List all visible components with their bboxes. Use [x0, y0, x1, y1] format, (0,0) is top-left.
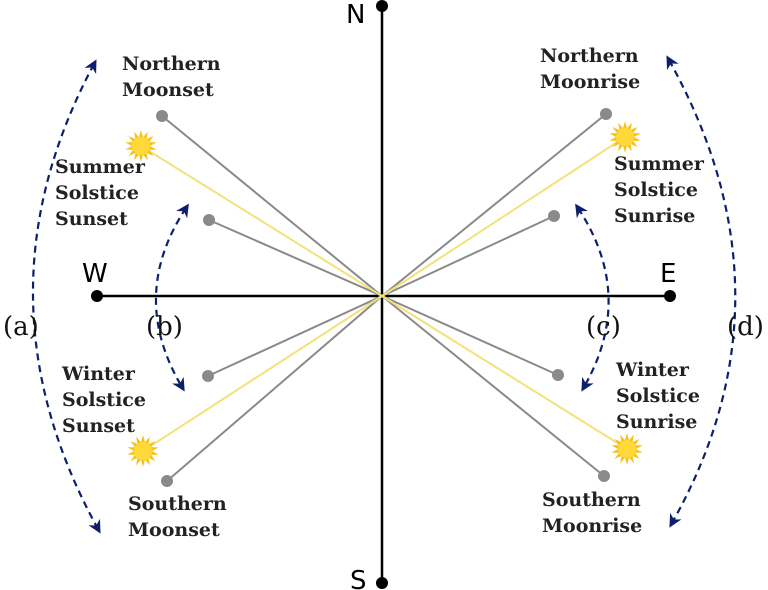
- arc-a: [31, 59, 101, 534]
- label-line: Moonrise: [542, 515, 642, 537]
- southern-moonset-label: Southern Moonset: [128, 493, 233, 541]
- label-line: Sunrise: [614, 205, 695, 227]
- sun-icon: [609, 121, 641, 153]
- label-line: Solstice: [616, 385, 700, 407]
- southern-moonrise-line: [381, 295, 605, 477]
- label-line: Northern: [540, 45, 639, 67]
- south-label: S: [350, 566, 367, 590]
- winter-solstice-sunset-line: [142, 295, 383, 452]
- arc-b: [154, 203, 189, 392]
- label-line: Sunset: [62, 415, 135, 437]
- label-line: Solstice: [55, 182, 139, 204]
- sun-lines: [140, 136, 628, 452]
- label-line: Moonset: [128, 519, 220, 541]
- sun-core: [134, 442, 152, 460]
- arc-c-label: (c): [586, 312, 621, 342]
- label-line: Sunrise: [616, 411, 697, 433]
- south-point-icon: [376, 577, 388, 589]
- label-line: Northern: [122, 53, 221, 75]
- sun-icon: [611, 433, 643, 465]
- sun-core: [618, 440, 636, 458]
- label-line: Winter: [61, 363, 136, 385]
- label-line: Moonset: [122, 79, 214, 101]
- label-line: Winter: [615, 359, 690, 381]
- moon-point-icon: [598, 470, 610, 482]
- northern-moonrise-label: Northern Moonrise: [540, 45, 645, 93]
- summer-solstice-sunrise-line: [381, 136, 626, 297]
- moon-point-icon: [203, 214, 215, 226]
- label-line: Solstice: [62, 389, 146, 411]
- summer-solstice-sunset-label: Summer Solstice Sunset: [55, 156, 151, 230]
- moon-point-icon: [548, 210, 560, 222]
- label-line: Summer: [614, 153, 705, 175]
- moon-lines: [161, 113, 607, 482]
- arc-b-label: (b): [146, 312, 183, 342]
- sun-icon: [125, 130, 157, 162]
- arc-c: [575, 203, 610, 392]
- label-line: Summer: [55, 156, 146, 178]
- northern-moonset-line: [161, 115, 383, 297]
- sun-icon: [127, 435, 159, 467]
- moon-points: [156, 108, 612, 487]
- moon-point-icon: [202, 370, 214, 382]
- suns: [125, 121, 643, 467]
- label-line: Southern: [128, 493, 227, 515]
- north-point-icon: [376, 0, 388, 12]
- moon-point-icon: [161, 475, 173, 487]
- label-line: Solstice: [614, 179, 698, 201]
- arc-d-label: (d): [727, 312, 764, 342]
- minor-north-rise-line: [381, 215, 555, 297]
- minor-north-set-line: [208, 219, 383, 297]
- winter-solstice-sunrise-line: [381, 295, 628, 450]
- arc-a-label: (a): [3, 312, 39, 342]
- east-point-icon: [664, 290, 676, 302]
- moon-point-icon: [156, 110, 168, 122]
- sun-core: [616, 128, 634, 146]
- label-line: Southern: [542, 489, 641, 511]
- moon-point-icon: [552, 369, 564, 381]
- west-point-icon: [91, 290, 103, 302]
- sun-core: [132, 137, 150, 155]
- minor-south-rise-line: [381, 295, 559, 376]
- southern-moonrise-label: Southern Moonrise: [542, 489, 647, 537]
- north-label: N: [346, 0, 365, 30]
- label-line: Sunset: [55, 208, 128, 230]
- arcs: [31, 55, 737, 534]
- northern-moonrise-line: [381, 113, 607, 297]
- east-label: E: [660, 259, 676, 289]
- winter-solstice-sunset-label: Winter Solstice Sunset: [61, 363, 153, 437]
- northern-moonset-label: Northern Moonset: [122, 53, 227, 101]
- summer-solstice-sunrise-label: Summer Solstice Sunrise: [614, 153, 710, 227]
- arc-d: [666, 55, 737, 528]
- label-line: Moonrise: [540, 71, 640, 93]
- minor-south-set-line: [207, 295, 383, 377]
- moon-point-icon: [600, 108, 612, 120]
- southern-moonset-line: [166, 295, 383, 482]
- summer-solstice-sunset-line: [140, 145, 383, 297]
- winter-solstice-sunrise-label: Winter Solstice Sunrise: [615, 359, 707, 433]
- west-label: W: [82, 259, 108, 289]
